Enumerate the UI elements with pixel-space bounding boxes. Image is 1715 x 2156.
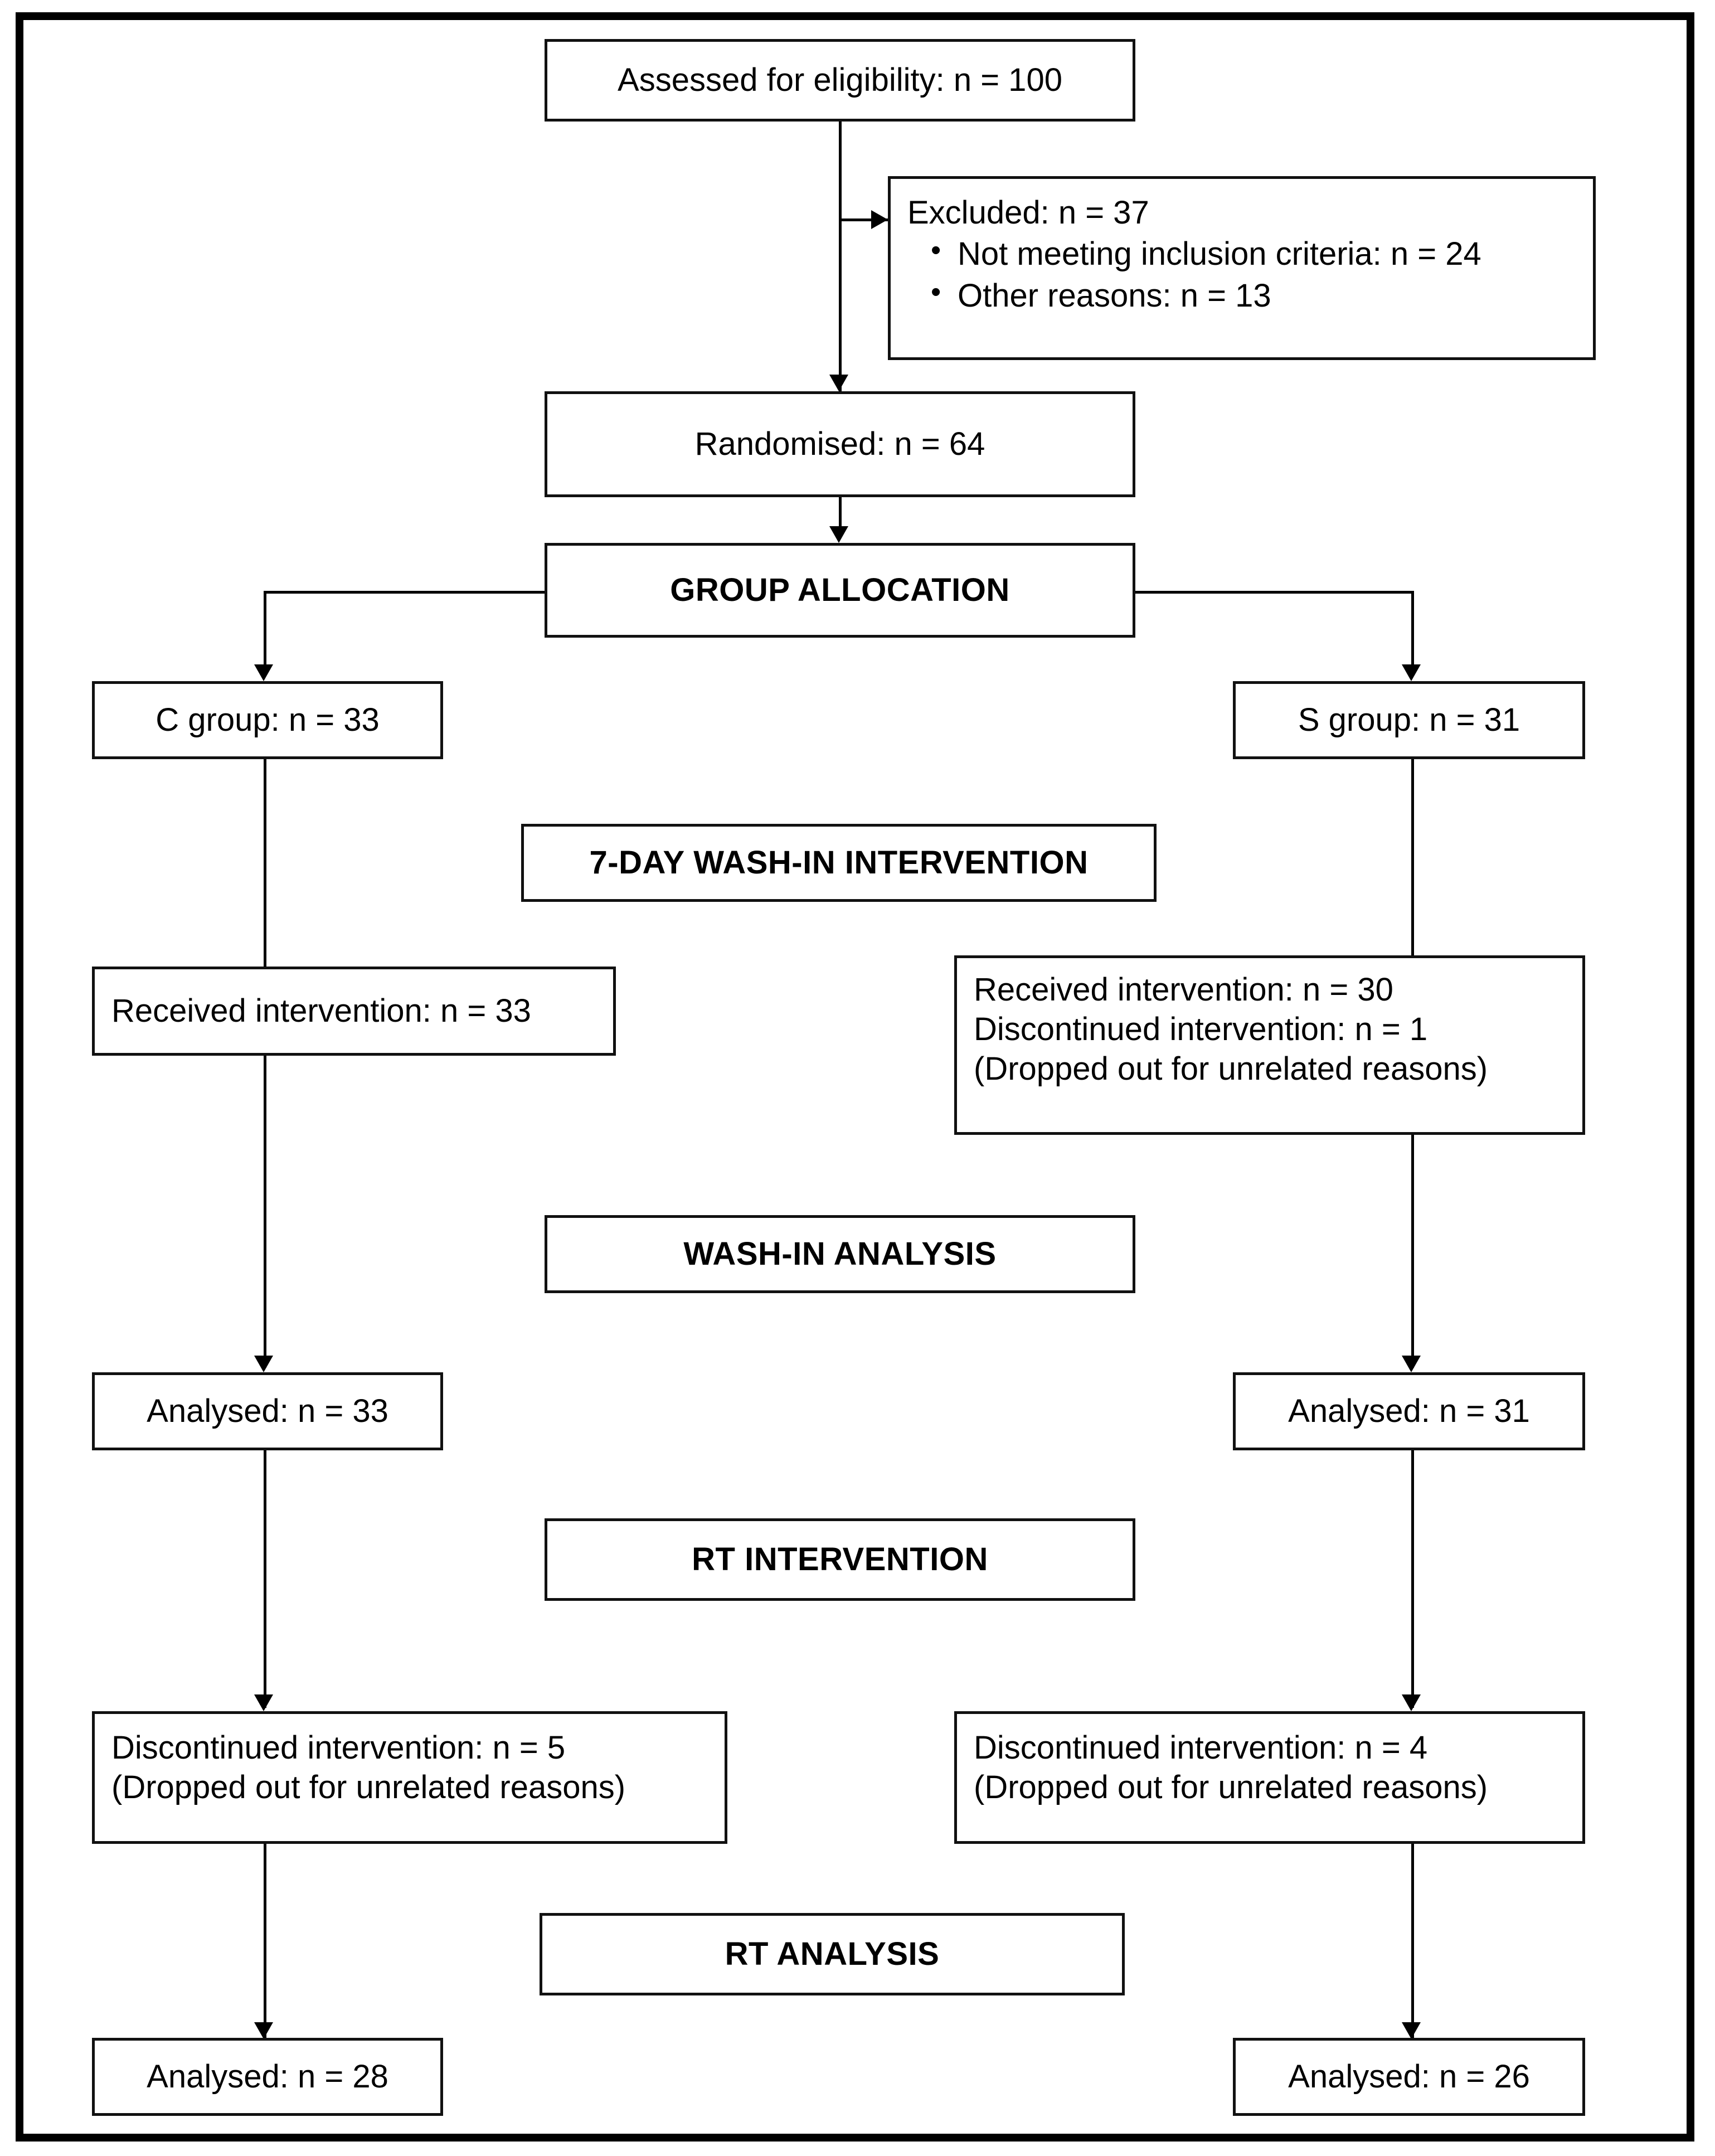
washin-intervention-label: 7-DAY WASH-IN INTERVENTION	[589, 844, 1089, 881]
s-discontinued-line-1: Discontinued intervention: n = 4	[974, 1730, 1428, 1766]
excluded-heading: Excluded: n = 37	[907, 195, 1149, 231]
node-s-analysed-washin: Analysed: n = 31	[1233, 1372, 1585, 1450]
s-received-line-3: (Dropped out for unrelated reasons)	[974, 1050, 1488, 1087]
connector-randomised-to-allocation	[839, 497, 842, 532]
arrowhead-s-rt-analysed	[1402, 2022, 1421, 2039]
arrowhead-c-rt-analysed	[254, 2022, 273, 2039]
s-received-line-2: Discontinued intervention: n = 1	[974, 1011, 1428, 1047]
s-discontinued-line-2: (Dropped out for unrelated reasons)	[974, 1769, 1488, 1805]
connector-s-analysed-to-discontinued	[1411, 1450, 1414, 1708]
c-analysed-rt-label: Analysed: n = 28	[147, 2058, 388, 2095]
s-analysed-rt-label: Analysed: n = 26	[1288, 2058, 1530, 2095]
connector-c-group-to-received	[264, 759, 266, 967]
node-s-analysed-rt: Analysed: n = 26	[1233, 2038, 1585, 2116]
node-rt-intervention-header: RT INTERVENTION	[545, 1518, 1135, 1601]
arrowhead-to-s-group	[1402, 664, 1421, 681]
washin-analysis-label: WASH-IN ANALYSIS	[683, 1235, 997, 1272]
excluded-reasons-list: Not meeting inclusion criteria: n = 24 O…	[907, 232, 1481, 317]
connector-allocation-to-s-group	[1134, 591, 1414, 594]
rt-intervention-label: RT INTERVENTION	[692, 1541, 988, 1577]
node-s-discontinued-rt: Discontinued intervention: n = 4 (Droppe…	[954, 1711, 1585, 1844]
node-washin-analysis-header: WASH-IN ANALYSIS	[545, 1215, 1135, 1293]
connector-s-group-drop	[1411, 591, 1414, 672]
node-s-received-intervention: Received intervention: n = 30 Discontinu…	[954, 955, 1585, 1135]
excluded-reason-item: Not meeting inclusion criteria: n = 24	[931, 232, 1481, 275]
node-c-group: C group: n = 33	[92, 681, 443, 759]
connector-s-group-to-received	[1411, 759, 1414, 955]
arrowhead-to-group-allocation	[829, 526, 848, 543]
connector-c-analysed-to-discontinued	[264, 1450, 266, 1708]
connector-c-discontinued-to-analysed	[264, 1844, 266, 2038]
node-c-analysed-rt: Analysed: n = 28	[92, 2038, 443, 2116]
arrowhead-c-washin-analysed	[254, 1356, 273, 1372]
c-discontinued-line-1: Discontinued intervention: n = 5	[111, 1730, 566, 1766]
c-group-label: C group: n = 33	[156, 701, 380, 738]
rt-analysis-label: RT ANALYSIS	[725, 1935, 940, 1972]
c-received-line-1: Received intervention: n = 33	[111, 992, 531, 1029]
node-s-group: S group: n = 31	[1233, 681, 1585, 759]
connector-s-discontinued-to-analysed	[1411, 1844, 1414, 2038]
connector-s-received-to-analysed	[1411, 1135, 1414, 1368]
node-excluded: Excluded: n = 37 Not meeting inclusion c…	[888, 176, 1596, 360]
connector-assessed-to-randomised	[839, 122, 842, 391]
arrowhead-s-rt-discontinued	[1402, 1694, 1421, 1711]
connector-assessed-to-excluded	[839, 218, 889, 221]
node-group-allocation: GROUP ALLOCATION	[545, 543, 1135, 638]
arrowhead-to-randomised	[829, 375, 848, 391]
s-received-line-1: Received intervention: n = 30	[974, 972, 1393, 1008]
connector-c-group-drop	[264, 591, 266, 672]
arrowhead-s-washin-analysed	[1402, 1356, 1421, 1372]
node-assessed-for-eligibility: Assessed for eligibility: n = 100	[545, 39, 1135, 122]
node-c-analysed-washin: Analysed: n = 33	[92, 1372, 443, 1450]
node-c-received-intervention: Received intervention: n = 33	[92, 967, 616, 1056]
c-discontinued-line-2: (Dropped out for unrelated reasons)	[111, 1769, 626, 1805]
randomised-label: Randomised: n = 64	[694, 425, 985, 462]
s-group-label: S group: n = 31	[1298, 701, 1520, 738]
connector-allocation-to-c-group	[264, 591, 546, 594]
arrowhead-c-rt-discontinued	[254, 1694, 273, 1711]
node-c-discontinued-rt: Discontinued intervention: n = 5 (Droppe…	[92, 1711, 727, 1844]
c-analysed-washin-label: Analysed: n = 33	[147, 1392, 388, 1429]
assessed-label: Assessed for eligibility: n = 100	[618, 61, 1062, 98]
excluded-reason-item: Other reasons: n = 13	[931, 274, 1481, 317]
group-allocation-label: GROUP ALLOCATION	[670, 571, 1010, 608]
s-analysed-washin-label: Analysed: n = 31	[1288, 1392, 1530, 1429]
node-rt-analysis-header: RT ANALYSIS	[540, 1913, 1125, 1995]
connector-c-received-to-analysed	[264, 1056, 266, 1368]
arrowhead-to-c-group	[254, 664, 273, 681]
node-washin-intervention-header: 7-DAY WASH-IN INTERVENTION	[521, 824, 1157, 902]
node-randomised: Randomised: n = 64	[545, 391, 1135, 497]
arrowhead-to-excluded	[871, 210, 888, 229]
figure-outer-border	[16, 12, 1694, 2142]
